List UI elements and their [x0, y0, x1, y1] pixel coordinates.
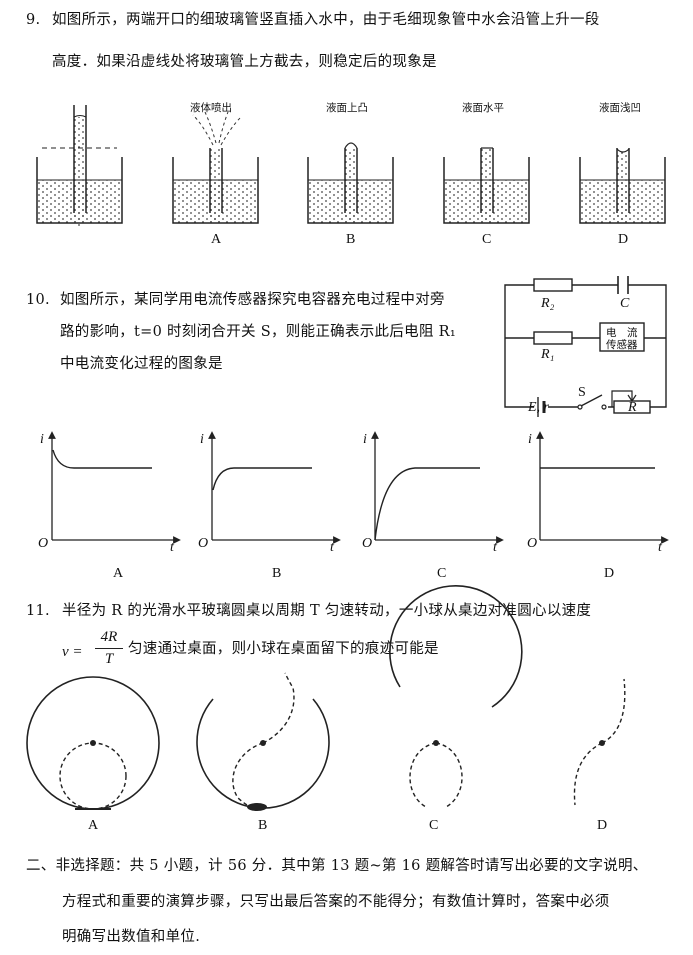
q9-stem-line2: 高度．如果沿虚线处将玻璃管上方截去，则稳定后的现象是 — [52, 54, 437, 70]
q11-trace-figure — [26, 584, 626, 811]
q10-circuit-diagram — [504, 276, 667, 417]
resistor-r1 — [533, 331, 573, 345]
q9-caption-d: 液面浅凹 — [599, 102, 641, 114]
q11-frac-bar — [95, 648, 123, 649]
q10-stem-line1: 如图所示，某同学用电流传感器探究电容器充电过程中对旁 — [60, 292, 445, 308]
label-c: C — [620, 296, 630, 311]
label-r2: R₂ — [541, 296, 555, 311]
label-sensor-1: 电 流 — [606, 327, 638, 339]
q10-option-c: C — [437, 566, 447, 581]
q9-caption-c: 液面水平 — [462, 102, 504, 114]
current-sensor-box — [599, 322, 645, 352]
graph-a-i: i — [40, 432, 44, 447]
q10-stem-line3: 中电流变化过程的图象是 — [60, 356, 223, 372]
q10-graph-b — [208, 431, 341, 544]
q9-beaker-a — [172, 111, 259, 224]
label-r1-under: R₁ — [541, 347, 555, 362]
q10-option-d: D — [604, 566, 615, 581]
section2-line3: 明确写出数值和单位. — [62, 929, 201, 945]
q11-circle-c — [389, 584, 523, 808]
q9-beakers-figure — [36, 105, 666, 227]
graph-b-i: i — [200, 432, 204, 447]
q10-number: 10. — [26, 292, 50, 308]
section2-line1: 二、非选择题：共 5 小题，计 56 分．其中第 13 题~第 16 题解答时请… — [26, 858, 648, 874]
q11-option-a: A — [88, 818, 99, 833]
graph-a-o: O — [38, 536, 49, 551]
resistor-r2 — [533, 278, 573, 292]
q9-caption-b: 液面上凸 — [326, 102, 368, 114]
label-sensor-2: 传感器 — [606, 339, 638, 351]
q11-option-b: B — [258, 818, 268, 833]
q11-number: 11. — [26, 603, 50, 619]
q11-v-prefix: v = — [62, 644, 83, 660]
label-source: E, r — [528, 400, 549, 415]
graph-c-o: O — [362, 536, 373, 551]
q10-graph-d — [536, 431, 669, 544]
q9-caption-a: 液体喷出 — [190, 102, 232, 114]
q11-frac-num: 4R — [100, 629, 118, 645]
q9-stem-line1: 如图所示，两端开口的细玻璃管竖直插入水中，由于毛细现象管中水会沿管上升一段 — [52, 12, 600, 28]
q10-graphs — [48, 431, 669, 544]
q9-option-c: C — [482, 232, 492, 247]
q11-option-d: D — [597, 818, 608, 833]
q10-stem-line2: 路的影响，t=0 时刻闭合开关 S，则能正确表示此后电阻 R₁ — [60, 324, 456, 340]
q10-graph-a — [48, 431, 181, 544]
q11-option-c: C — [429, 818, 439, 833]
label-rheostat: R — [628, 400, 637, 415]
q9-beaker-original — [36, 105, 123, 227]
graph-d-i: i — [528, 432, 532, 447]
q9-beaker-c — [443, 147, 530, 224]
q11-circle-b — [196, 672, 330, 811]
q9-number: 9. — [26, 12, 41, 28]
q9-beaker-d — [579, 148, 666, 224]
q11-stem-line1: 半径为 R 的光滑水平玻璃圆桌以周期 T 匀速转动，一小球从桌边对准圆心以速度 — [62, 603, 592, 619]
graph-c-t: t — [493, 540, 497, 555]
q11-circle-a — [26, 676, 160, 810]
graph-b-o: O — [198, 536, 209, 551]
q10-option-b: B — [272, 566, 282, 581]
graph-d-t: t — [658, 540, 662, 555]
q11-stem-line2: 匀速通过桌面，则小球在桌面留下的痕迹可能是 — [128, 641, 439, 657]
section2-line2: 方程式和重要的演算步骤，只写出最后答案的不能得分；有数值计算时，答案中必须 — [62, 894, 610, 910]
graph-b-t: t — [330, 540, 334, 555]
q10-graph-c — [371, 431, 504, 544]
q9-beaker-b — [307, 142, 394, 224]
graph-a-t: t — [170, 540, 174, 555]
q10-option-a: A — [113, 566, 124, 581]
q11-frac-den: T — [104, 651, 114, 667]
graph-d-o: O — [527, 536, 538, 551]
q9-option-b: B — [346, 232, 356, 247]
graph-c-i: i — [363, 432, 367, 447]
q9-option-d: D — [618, 232, 629, 247]
q11-curve-d — [573, 678, 626, 806]
label-switch: S — [578, 385, 586, 400]
switch-s — [580, 394, 603, 407]
q9-option-a: A — [211, 232, 222, 247]
